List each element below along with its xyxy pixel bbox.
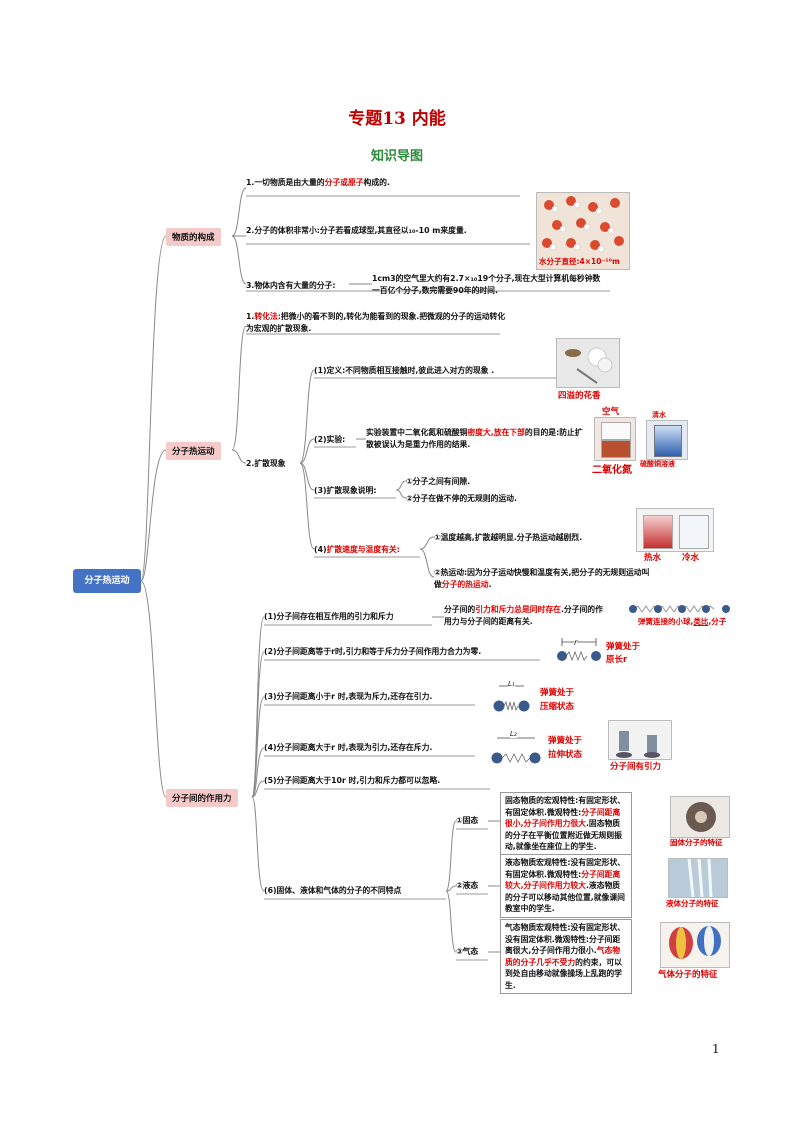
force-2: (2)分子间距离等于r时,引力和等于斥力分子间作用力合力为零. xyxy=(264,646,481,658)
diffusion-definition: (1)定义:不同物质相互接触时,彼此进入对方的现象 . xyxy=(314,365,554,377)
exp-a: 实验装置中二氧化氮和硫酸铜 xyxy=(366,428,467,437)
s1-p1-a: 1.一切物质是由大量的 xyxy=(246,178,325,187)
spring-stretched-caption: 弹簧处于 拉伸状态 xyxy=(548,734,582,762)
water-molecule-drawing xyxy=(537,193,629,253)
liquid-text: 液态物质宏观特性:没有固定形状、有固定体积.微观特性:分子间距离较大,分子间作用… xyxy=(500,854,632,918)
f1cap-c: 分子 xyxy=(711,617,726,626)
cuso4-jar-image xyxy=(646,420,688,460)
force-3: (3)分子间距离小于r 时,表现为斥力,还存在引力. xyxy=(264,691,432,703)
explanation-label: (3)扩散现象说明: xyxy=(314,485,376,497)
s1-p1-b: 分子或原子 xyxy=(325,178,364,187)
temp2-c: . xyxy=(489,580,492,589)
temp-label-b: 扩散速度与温度有关: xyxy=(327,545,400,554)
water-caption: 清水 xyxy=(652,410,666,420)
force-6: (6)固体、液体和气体的分子的不同特点 xyxy=(264,885,401,897)
solid-drawing xyxy=(671,797,729,837)
root-node: 分子热运动 xyxy=(73,569,141,593)
s1-point-3: 3.物体内含有大量的分子: xyxy=(246,280,356,292)
temperature-2: ②热运动:因为分子运动快慢和温度有关,把分子的无规则运动叫做分子的热运动. xyxy=(434,567,652,590)
r-label: r xyxy=(574,638,577,647)
force-5: (5)分子间距离大于10r 时,引力和斥力都可以忽略. xyxy=(264,775,440,787)
s1-point-1: 1.一切物质是由大量的分子或原子构成的. xyxy=(246,177,546,189)
f1cap-a: 弹簧连接的小球 xyxy=(638,617,691,626)
temp2-b: 分子的热运动 xyxy=(442,580,489,589)
spring-compressed-caption: 弹簧处于 压缩状态 xyxy=(540,686,574,714)
f1d-a: 分子间的 xyxy=(444,605,475,614)
solid-label: ①固态 xyxy=(456,815,478,827)
spring-caption: 弹簧连接的小球,类比,分子 xyxy=(638,616,726,627)
spring-ball-chain xyxy=(628,602,732,616)
water-molecule-caption: 水分子直径:4×10⁻¹⁰m xyxy=(539,256,620,267)
cuso4-caption: 硫酸铜溶液 xyxy=(640,459,675,469)
no2-jar-image xyxy=(594,417,636,461)
f2cap-a: 弹簧处于 xyxy=(606,641,640,654)
cold-water-caption: 冷水 xyxy=(682,551,699,563)
experiment-label: (2)实验: xyxy=(314,434,345,446)
f2cap-b: 原长r xyxy=(606,654,640,667)
temperature-label: (4)扩散速度与温度有关: xyxy=(314,544,400,556)
explanation-2: ②分子在做不停的无规则的运动. xyxy=(406,493,517,505)
page-number: 1 xyxy=(712,1042,720,1056)
gas-label: ③气态 xyxy=(456,946,478,958)
spring-equilibrium-diagram xyxy=(556,636,604,666)
no2-caption: 二氧化氮 xyxy=(592,461,632,476)
force-1: (1)分子间存在相互作用的引力和斥力 xyxy=(264,611,394,623)
force-1-detail: 分子间的引力和斥力总是同时存在.分子间的作用力与分子间的距离有关. xyxy=(444,604,610,627)
liquid-drawing xyxy=(669,859,727,897)
liquid-caption: 液体分子的特征 xyxy=(666,898,719,909)
temperature-1: ①温度越高,扩散越明显.分子热运动越剧烈. xyxy=(434,532,630,544)
flower-drawing xyxy=(557,339,619,387)
gas-text: 气态物质宏观特性:没有固定形状、没有固定体积.微观特性:分子间距离很大,分子间作… xyxy=(500,919,632,994)
f3cap-a: 弹簧处于 xyxy=(540,686,574,700)
s2-p1-c: 把微小的看不到的,转化为能看到的现象.把微观的分子的运动转化为宏观的扩散现象. xyxy=(246,312,505,333)
hot-cold-water-image xyxy=(636,508,714,552)
f3cap-b: 压缩状态 xyxy=(540,700,574,714)
attraction-image xyxy=(608,720,672,760)
liquid-label: ②液态 xyxy=(456,880,478,892)
s2-point-2: 2.扩散现象 xyxy=(246,458,286,470)
liquid-image xyxy=(668,858,728,898)
s1-point-3-detail: 1cm3的空气里大约有2.7×₁₀19个分子,现在大型计算机每秒钟数一百亿个分子… xyxy=(372,273,608,296)
solid-image xyxy=(670,796,730,838)
s1-p1-c: 构成的. xyxy=(364,178,390,187)
temp-label-a: (4) xyxy=(314,545,327,554)
flower-caption: 四溢的花香 xyxy=(558,389,601,401)
gas-caption: 气体分子的特征 xyxy=(658,968,718,980)
spring-original-caption: 弹簧处于 原长r xyxy=(606,641,640,667)
f4cap-a: 弹簧处于 xyxy=(548,734,582,748)
force-4: (4)分子间距离大于r 时,表现为引力,还存在斥力. xyxy=(264,742,432,754)
f1cap-b: 类比 xyxy=(693,617,708,626)
hot-water-caption: 热水 xyxy=(644,551,661,563)
s2-point-1: 1.转化法:把微小的看不到的,转化为能看到的现象.把微观的分子的运动转化为宏观的… xyxy=(246,311,508,334)
attraction-caption: 分子间有引力 xyxy=(610,760,661,772)
node-intermolecular-force: 分子间的作用力 xyxy=(166,789,238,807)
s1-point-2: 2.分子的体积非常小:分子若看成球型,其直径以₁₀-10 m来度量. xyxy=(246,225,536,237)
f1d-b: 引力和斥力总是同时存在 xyxy=(475,605,561,614)
f4cap-b: 拉伸状态 xyxy=(548,748,582,762)
s2-p1-b: 转化法: xyxy=(254,312,281,321)
air-caption: 空气 xyxy=(602,405,619,417)
solid-text: 固态物质的宏观特性:有固定形状、有固定体积.微观特性:分子间距离很小,分子间作用… xyxy=(500,792,632,856)
flower-image xyxy=(556,338,620,388)
exp-b: 密度大,放在下部 xyxy=(467,428,525,437)
gas-drawing xyxy=(661,923,729,967)
solid-caption: 固体分子的特征 xyxy=(670,837,723,848)
water-molecule-image: 水分子直径:4×10⁻¹⁰m xyxy=(536,192,630,270)
attraction-drawing xyxy=(609,721,671,759)
l1-label: L₁ xyxy=(508,680,515,688)
node-thermal-motion: 分子热运动 xyxy=(166,442,221,460)
gas-image xyxy=(660,922,730,968)
node-matter-structure: 物质的构成 xyxy=(166,228,221,246)
explanation-1: ①分子之间有间隙. xyxy=(406,476,470,488)
l2-label: L₂ xyxy=(510,730,517,738)
experiment-text: 实验装置中二氧化氮和硫酸铜密度大,放在下部的目的是:防止扩散被误认为是重力作用的… xyxy=(366,427,584,450)
